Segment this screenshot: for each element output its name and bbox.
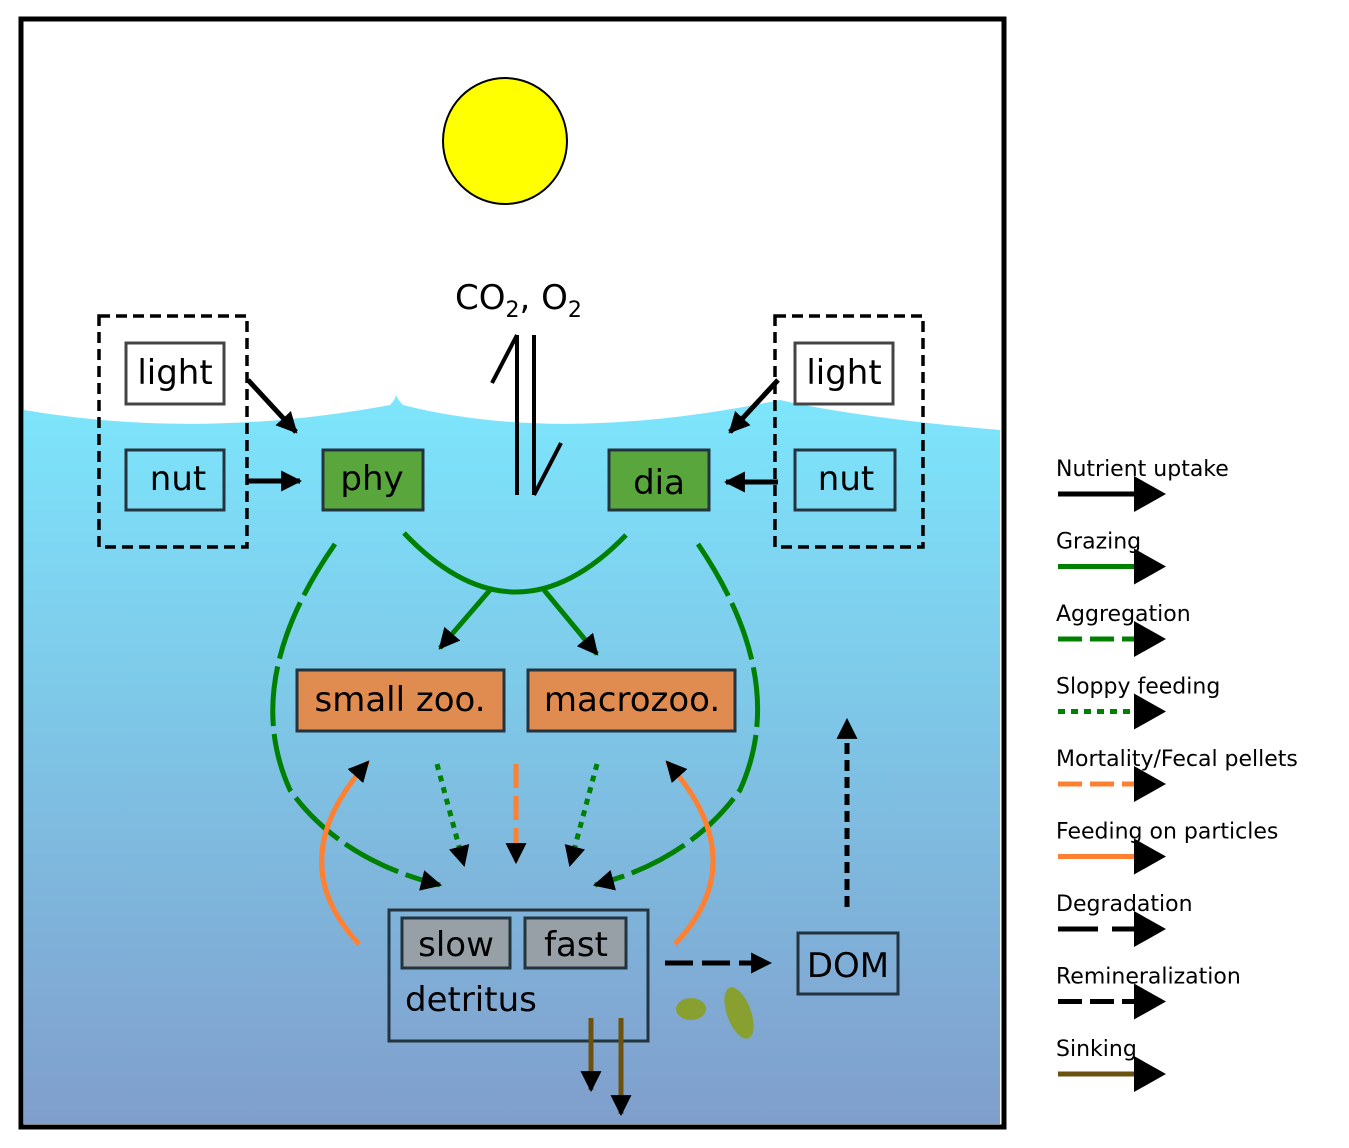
- legend-item: Remineralization: [1056, 965, 1241, 1020]
- legend-item: Nutrient uptake: [1056, 457, 1229, 512]
- arrowhead-icon: [1134, 621, 1166, 657]
- particle-oval: [724, 987, 754, 1039]
- particle-round: [676, 998, 706, 1020]
- aggregation-flows: [270, 542, 761, 891]
- arrowhead-icon: [1134, 548, 1166, 585]
- arrowhead-icon: [1134, 766, 1166, 802]
- legend-label: Mortality/Fecal pellets: [1056, 747, 1298, 772]
- sinking-flows: [580, 1018, 632, 1117]
- nut-label-left: nut: [150, 459, 206, 499]
- arrowhead-icon: [1134, 693, 1166, 730]
- legend-label: Remineralization: [1056, 965, 1241, 990]
- frame: [18, 16, 1007, 1130]
- legend: Nutrient uptakeGrazingAggregationSloppy …: [1056, 457, 1298, 1092]
- arrowhead-icon: [1134, 983, 1166, 1020]
- phy-label: phy: [340, 459, 403, 499]
- nut-box-right[interactable]: [793, 448, 897, 512]
- nut-box-left[interactable]: [124, 448, 226, 512]
- macrozoo-box[interactable]: [526, 668, 737, 733]
- dom-box[interactable]: [796, 931, 900, 996]
- forcing-group-left: [97, 314, 249, 549]
- sun-icon: [442, 77, 568, 205]
- legend-item: Mortality/Fecal pellets: [1056, 747, 1298, 802]
- fast-label: fast: [544, 925, 608, 965]
- dia-box[interactable]: [607, 448, 711, 512]
- arrowhead-icon: [1134, 1056, 1166, 1092]
- ocean-water: [24, 395, 1000, 1124]
- legend-label: Aggregation: [1056, 602, 1191, 627]
- nutrient-uptake-arrows: [246, 378, 780, 493]
- light-box-left[interactable]: [124, 341, 226, 406]
- light-label-left: light: [137, 353, 212, 393]
- macrozoo-label: macrozoo.: [544, 680, 720, 720]
- small-zoo-box[interactable]: [295, 668, 506, 733]
- arrowhead-icon: [1134, 476, 1166, 512]
- legend-label: Feeding on particles: [1056, 820, 1278, 845]
- legend-label: Degradation: [1056, 892, 1193, 917]
- legend-item: Grazing: [1056, 530, 1166, 585]
- legend-label: Grazing: [1056, 530, 1141, 555]
- legend-label: Nutrient uptake: [1056, 457, 1229, 482]
- sloppy-feeding-flows: [434, 763, 600, 868]
- slow-label: slow: [418, 925, 494, 965]
- legend-label: Sloppy feeding: [1056, 675, 1220, 700]
- feeding-on-particles-flows: [319, 760, 716, 946]
- legend-item: Aggregation: [1056, 602, 1191, 657]
- legend-item: Feeding on particles: [1056, 820, 1278, 875]
- legend-item: Sloppy feeding: [1056, 675, 1220, 730]
- dia-label: dia: [633, 463, 685, 503]
- gas-exchange-label: CO2, O2: [455, 278, 582, 323]
- slow-box[interactable]: [400, 916, 512, 970]
- legend-item: Sinking: [1056, 1037, 1166, 1092]
- fast-box[interactable]: [523, 916, 628, 970]
- legend-label: Sinking: [1056, 1037, 1137, 1062]
- detritus-label: detritus: [405, 980, 537, 1020]
- light-box-right[interactable]: [793, 341, 895, 406]
- gas-exchange-arrows: [490, 334, 563, 496]
- light-label-right: light: [806, 353, 881, 393]
- grazing-flows: [402, 531, 628, 656]
- detritus-box[interactable]: [387, 908, 650, 1043]
- legend-item: Degradation: [1056, 892, 1193, 947]
- arrowhead-icon: [1134, 911, 1166, 947]
- phy-box[interactable]: [321, 448, 425, 512]
- small-zoo-label: small zoo.: [314, 680, 485, 720]
- forcing-group-right: [773, 314, 925, 549]
- dom-label: DOM: [807, 946, 889, 986]
- nut-label-right: nut: [818, 459, 874, 499]
- arrowhead-icon: [1134, 838, 1166, 875]
